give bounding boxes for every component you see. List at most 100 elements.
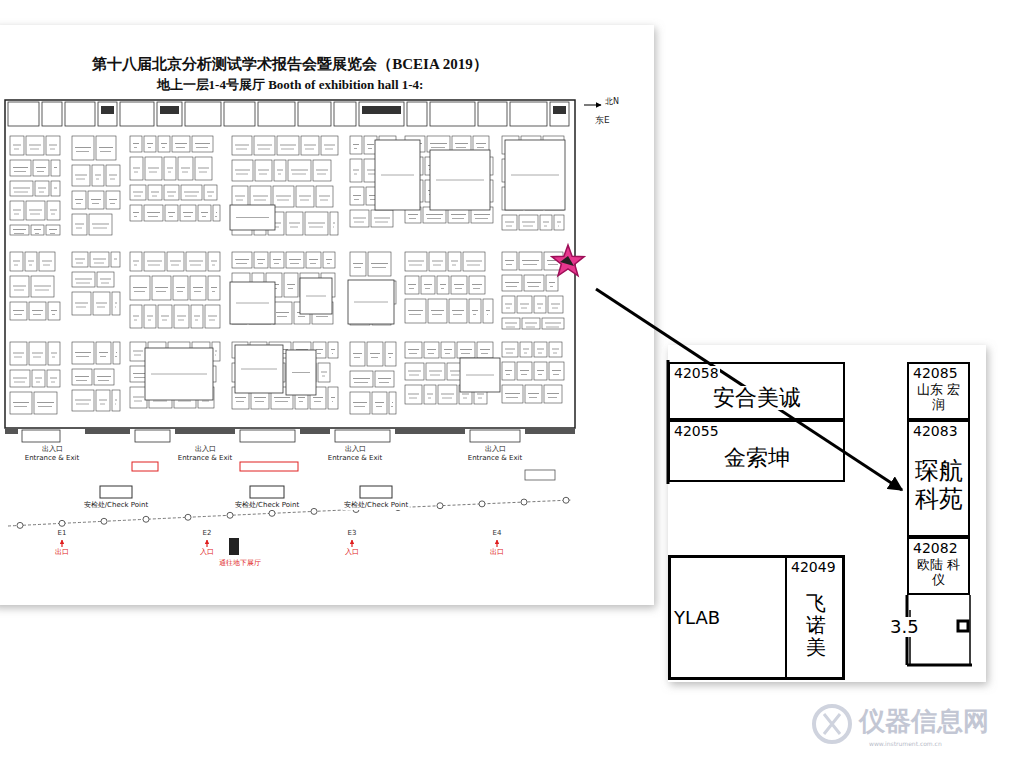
booth	[517, 296, 532, 313]
booth	[522, 318, 540, 329]
booth-mark	[506, 327, 515, 328]
booth-mark	[147, 316, 153, 317]
booth-mark	[34, 229, 41, 230]
booth	[273, 186, 294, 207]
booth-mark	[425, 288, 430, 289]
booth-mark	[550, 286, 553, 287]
booth-mark	[14, 233, 24, 234]
booth	[48, 302, 60, 320]
booth-mark	[309, 227, 323, 228]
booth-mark	[151, 192, 159, 193]
booth-mark	[236, 217, 269, 218]
booth-mark	[175, 143, 187, 144]
booth-mark	[182, 172, 188, 173]
booth-mark	[368, 148, 372, 149]
booth	[111, 252, 120, 267]
booth-mark	[32, 353, 43, 354]
entrance-label: Entrance & Exit	[467, 455, 524, 463]
booth-mark	[92, 224, 109, 225]
booth-mark	[201, 212, 208, 213]
booth-mark	[14, 149, 19, 150]
plan-panel	[0, 25, 654, 605]
booth-mark	[148, 216, 158, 217]
booth-mark	[236, 149, 247, 150]
booth-mark	[255, 401, 264, 402]
booth	[438, 385, 457, 404]
compass-label: 东E	[594, 116, 611, 126]
booth-mark	[316, 316, 328, 317]
booth-mark	[133, 351, 143, 352]
service-room	[334, 102, 356, 126]
booth	[10, 136, 24, 155]
booth-mark	[545, 323, 561, 324]
booth-mark	[353, 144, 359, 145]
booth-mark	[14, 214, 19, 215]
booth-mark	[75, 175, 87, 176]
booth-mark	[292, 372, 310, 373]
booth-mark	[408, 214, 418, 215]
booth-mark	[436, 180, 484, 181]
booth-mark	[462, 394, 469, 395]
booth-mark	[477, 147, 484, 148]
entrance-label: 出入口	[41, 446, 64, 454]
booth-mark	[523, 264, 537, 265]
booth-mark	[34, 286, 51, 287]
booth-mark	[75, 303, 88, 304]
entrance-label: Entrance & Exit	[177, 455, 234, 463]
booth	[51, 160, 60, 176]
booth	[284, 273, 298, 297]
compass-arrow	[584, 104, 601, 105]
booth-mark	[523, 226, 533, 227]
booth-mark	[354, 267, 361, 268]
booth-mark	[148, 168, 159, 169]
booth-box: 42082欧陆 科仪	[907, 537, 970, 595]
booth	[544, 385, 562, 403]
large-booth	[460, 358, 500, 392]
service-room	[120, 102, 154, 126]
booth-mark	[299, 196, 311, 197]
booth	[167, 252, 184, 271]
booth-mark	[378, 378, 391, 379]
booth-mark	[299, 401, 303, 402]
booth	[542, 318, 564, 329]
booth-mark	[409, 353, 417, 354]
booth	[34, 392, 57, 414]
booth-mark	[76, 380, 87, 381]
booth-mark	[452, 265, 456, 266]
booth-mark	[133, 316, 139, 317]
booth	[31, 276, 54, 297]
booth-mark	[310, 263, 316, 264]
booth-mark	[208, 196, 212, 197]
service-room	[258, 102, 295, 126]
booth	[502, 385, 523, 403]
exhibitor-name: 金索坤	[724, 446, 790, 470]
booth	[144, 136, 156, 152]
booth-mark	[13, 210, 21, 211]
large-booth	[505, 140, 565, 210]
booth-mark	[76, 179, 85, 180]
booth	[546, 275, 558, 291]
booth-mark	[332, 401, 333, 402]
booth-mark	[43, 265, 50, 266]
booth-mark	[353, 353, 362, 354]
booth-mark	[388, 353, 393, 354]
booth-mark	[477, 394, 484, 395]
booth	[321, 136, 338, 155]
booth-mark	[278, 174, 281, 175]
booth-mark	[463, 398, 467, 399]
large-booth	[348, 280, 394, 324]
service-room	[42, 102, 62, 126]
booth	[29, 342, 46, 365]
booth	[328, 342, 338, 358]
booth-mark	[290, 263, 299, 264]
booth-mark	[176, 147, 185, 148]
large-booth	[230, 205, 275, 230]
booth-mark	[528, 286, 539, 287]
booth	[130, 185, 146, 200]
booth-mark	[99, 400, 107, 401]
booth-mark	[91, 199, 101, 200]
booth-mark	[487, 314, 488, 315]
booth-mark	[14, 357, 22, 358]
booth	[323, 252, 335, 268]
booth-mark	[506, 226, 512, 227]
